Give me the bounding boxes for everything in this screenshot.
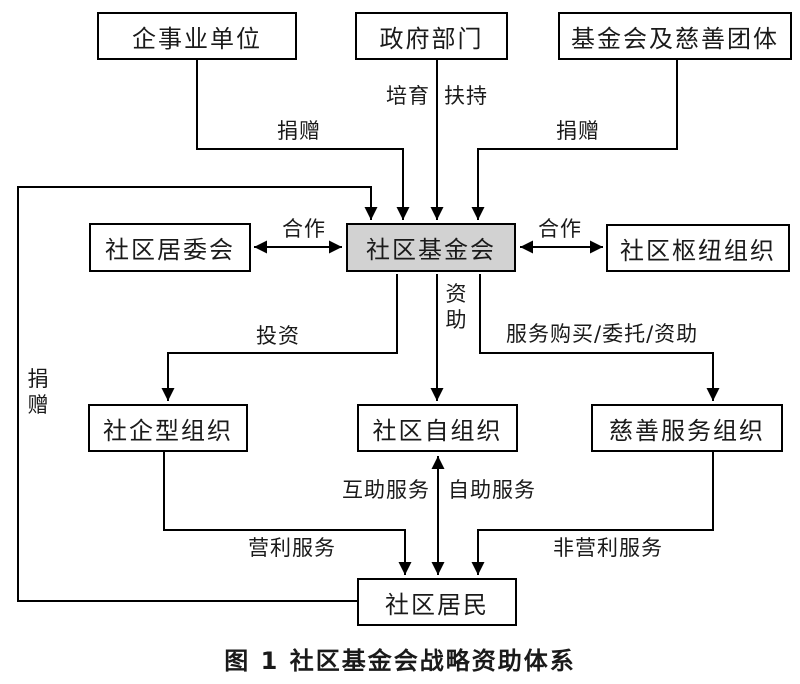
- edge-label-cultivate: 培育: [386, 84, 430, 108]
- edge-label-mutual-service: 互助服务: [342, 478, 430, 502]
- figure-caption: 图 1 社区基金会战略资助体系: [224, 647, 576, 675]
- edge-label-donate-left: 捐赠: [277, 119, 321, 143]
- edge-label-donate-right: 捐赠: [556, 119, 600, 143]
- edge-label-cooperation-left: 合作: [282, 217, 326, 241]
- node-social-enterprise: 社企型组织: [88, 404, 248, 452]
- node-foundation-charity: 基金会及慈善团体: [558, 12, 792, 60]
- edge-label-donate-residents: 捐赠: [27, 367, 49, 418]
- edge-label-service-purchase: 服务购买/委托/资助: [506, 322, 699, 346]
- edge-label-support: 扶持: [444, 84, 488, 108]
- node-residents: 社区居民: [357, 578, 517, 626]
- edge-label-cooperation-right: 合作: [538, 217, 582, 241]
- node-residents-committee: 社区居委会: [89, 223, 251, 272]
- node-community-foundation: 社区基金会: [346, 223, 516, 272]
- node-charity-service: 慈善服务组织: [591, 404, 783, 452]
- node-self-org: 社区自组织: [357, 404, 518, 452]
- edge-label-nonprofit-service: 非营利服务: [553, 536, 663, 560]
- edge-label-invest: 投资: [256, 324, 300, 348]
- node-government: 政府部门: [355, 12, 508, 60]
- edge-label-profit-service: 营利服务: [248, 536, 336, 560]
- node-hub-org: 社区枢纽组织: [606, 224, 790, 272]
- node-enterprise: 企事业单位: [97, 12, 297, 60]
- edge-label-self-service: 自助服务: [448, 478, 536, 502]
- edge-label-fund: 资助: [445, 282, 467, 333]
